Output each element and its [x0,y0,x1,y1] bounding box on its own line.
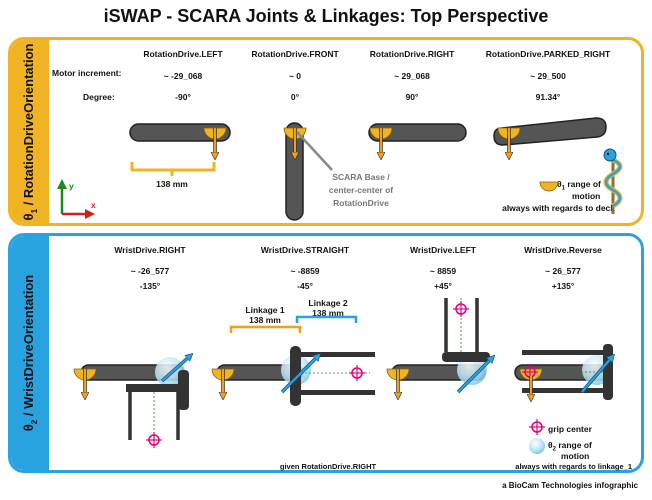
axes-indicator [57,179,95,219]
rotation-legend-line1: θ1 range of [557,179,601,192]
rotation-panel: θ1 / RotationDriveOrientation [8,37,644,226]
linkage1-bar-tilted [493,117,607,146]
base-callout-line3: RotationDrive [333,198,389,208]
wrist-col-straight-degree: -45° [297,281,313,291]
gripper-finger [522,350,603,355]
rotation-parked-diagram [493,117,607,156]
wrist-range-legend-icon [529,438,545,454]
gripper-finger [301,390,375,395]
axis-y-label: y [69,181,74,191]
page-title: iSWAP - SCARA Joints & Linkages: Top Per… [103,6,549,26]
wrist-col-left-motor: ~ 8859 [429,266,457,276]
wrist-legend-note: always with regards to linkage_1 [515,462,632,471]
rotation-col-front-degree: 0° [290,92,300,102]
gripper-bar [126,384,178,392]
rotation-legend-line2: motion [572,191,601,201]
linkage2-bar [290,346,301,406]
linkage2-dimension: 138 mm [312,308,344,318]
grip-center-legend-label: grip center [548,424,592,434]
linkage2-label: Linkage 2 [308,298,348,308]
linkage1-label: Linkage 1 [245,305,285,315]
rotation-right-diagram [368,123,467,156]
wrist-col-right-degree: -135° [139,281,161,291]
wrist-side-bar: θ2 / WristDriveOrientation [11,236,49,470]
given-note: given RotationDrive.RIGHT [279,462,377,471]
wrist-arrow-icon [161,356,190,382]
rotation-side-bar: θ1 / RotationDriveOrientation [11,40,49,223]
rotation-col-right-degree: 90° [405,92,419,102]
wrist-col-right-motor: ~ -26_577 [130,266,170,276]
wrist-right-diagram [73,356,190,448]
rotation-left-diagram [129,123,231,156]
wrist-col-straight-motor: ~ -8859 [290,266,320,276]
callout-leader-line [296,131,333,171]
wrist-arrow-icon [581,357,612,393]
rotation-front-diagram [283,122,333,221]
wrist-range-bubble [457,355,487,385]
linkage2-bar [442,352,490,362]
wrist-col-reverse-motor: ~ 26_577 [545,266,581,276]
rotation-col-parked-degree: 91.34° [535,92,561,102]
rotation-col-front-name: RotationDrive.FRONT [251,49,339,59]
base-callout-line1: SCARA Base / [332,172,390,182]
wrist-panel: θ2 / WristDriveOrientation [8,233,644,473]
dimension-bracket [130,162,216,176]
rotation-col-left-name: RotationDrive.LEFT [143,49,223,59]
linkage2-bar [178,370,189,410]
wrist-legend-line1: θ2 range of [548,440,592,453]
rotation-col-left-motor: ~ -29_068 [163,71,203,81]
linkage1-bracket [229,325,302,333]
rotation-col-right-name: RotationDrive.RIGHT [369,49,455,59]
linkage1-bar [368,123,467,142]
rotation-col-right-motor: ~ 29_068 [394,71,430,81]
gripper-finger [301,352,375,357]
wrist-arrow-icon [281,356,318,393]
wrist-col-reverse-degree: +135° [551,281,575,291]
wrist-col-right-name: WristDrive.RIGHT [114,245,186,255]
wrist-left-diagram [386,298,492,396]
rotation-col-parked-motor: ~ 29_500 [530,71,566,81]
gripper-finger [522,388,603,393]
wrist-col-left-degree: +45° [434,281,452,291]
wrist-col-straight-name: WristDrive.STRAIGHT [260,245,350,255]
linkage1-dimension: 138 mm [249,315,281,325]
linkage2-bracket [295,315,358,323]
caduceus-snake-icon [603,148,623,214]
axis-x-label: x [91,200,96,210]
credit-line: a BioCam Technologies infographic [502,481,638,490]
wrist-reverse-diagram [514,344,613,400]
motor-increment-label: Motor increment: [52,68,122,78]
wrist-straight-diagram [211,315,375,406]
rotation-legend-note: always with regards to deck [502,203,615,213]
rotation-col-left-degree: -90° [175,92,191,102]
linkage1-bar-vertical [285,122,304,221]
degree-label: Degree: [83,92,115,102]
wrist-arrow-icon [457,358,492,393]
linkage2-bar [603,344,613,400]
wrist-col-reverse-name: WristDrive.Reverse [524,245,602,255]
wrist-col-left-name: WristDrive.LEFT [410,245,476,255]
base-callout-line2: center-center of [328,185,394,195]
wrist-legend-line2: motion [561,451,590,461]
rotation-col-parked-name: RotationDrive.PARKED_RIGHT [485,49,611,59]
grip-center-legend-icon [529,419,545,435]
rotation-col-front-motor: ~ 0 [288,71,302,81]
rotation-range-legend-icon [539,181,559,192]
linkage-dimension-label: 138 mm [156,179,188,189]
